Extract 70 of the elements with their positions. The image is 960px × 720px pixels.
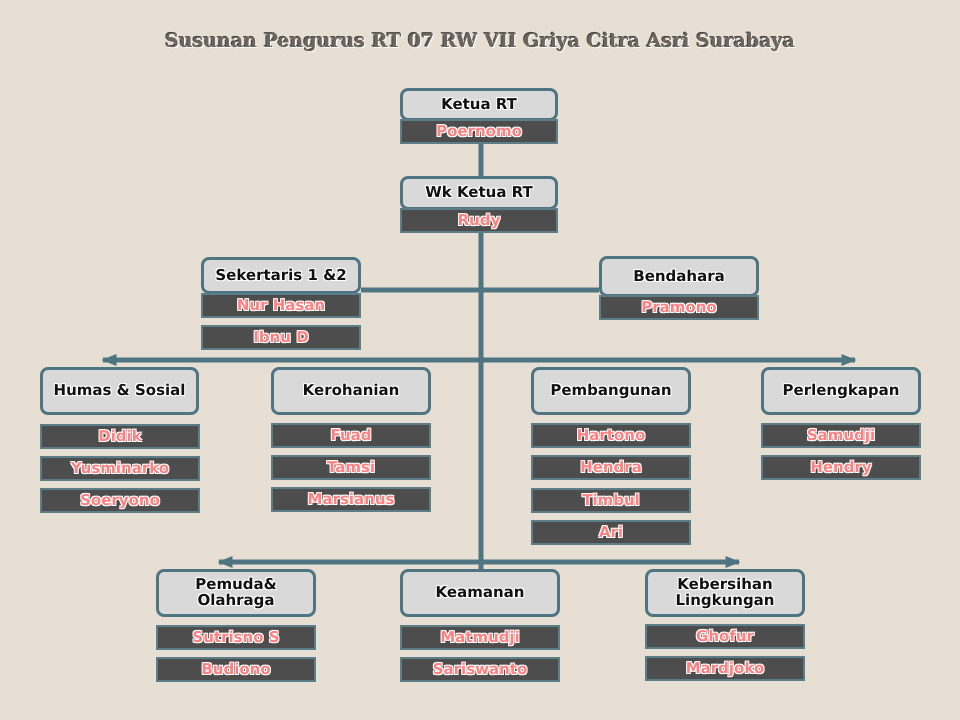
member-name: Tamsi xyxy=(326,460,376,476)
role-title: Bendahara xyxy=(633,268,725,284)
name-bar xyxy=(400,657,560,682)
member-name: Sariswanto xyxy=(432,662,528,678)
role-title: Ketua RT xyxy=(441,96,517,112)
role-box xyxy=(156,569,316,617)
member-name: Hendry xyxy=(810,460,872,476)
name-bar xyxy=(201,293,361,318)
name-bar xyxy=(40,488,200,513)
role-title: Kebersihan Lingkungan xyxy=(674,577,776,609)
name-bar xyxy=(156,625,316,650)
role-box xyxy=(599,256,759,297)
member-name: Hendra xyxy=(580,460,642,476)
role-box xyxy=(40,367,199,415)
member-name: Rudy xyxy=(458,212,500,228)
role-box xyxy=(400,88,558,121)
member-name: Fuad xyxy=(330,428,372,444)
name-bar xyxy=(271,455,431,480)
member-name: Hartono xyxy=(576,428,646,444)
member-name: Didik xyxy=(98,428,142,444)
name-bar xyxy=(761,455,921,480)
role-title: Kerohanian xyxy=(302,383,400,399)
member-name: Pramono xyxy=(641,300,717,316)
role-title: Pemuda& Olahraga xyxy=(194,577,278,609)
name-bar xyxy=(156,657,316,682)
name-bar xyxy=(531,520,691,545)
connector-line xyxy=(478,144,484,176)
chart-title: Susunan Pengurus RT 07 RW VII Griya Citra Asri Surabaya xyxy=(164,30,796,52)
member-name: Soeryono xyxy=(80,492,160,508)
member-name: Marsianus xyxy=(308,492,394,508)
name-bar xyxy=(271,487,431,512)
name-bar xyxy=(40,456,200,481)
role-title: Wk Ketua RT xyxy=(425,185,533,201)
role-title: Keamanan xyxy=(436,585,524,601)
member-name: Nur Hasan xyxy=(236,298,326,314)
name-bar xyxy=(761,423,921,448)
name-bar xyxy=(400,625,560,650)
role-box xyxy=(400,569,560,617)
role-title: Perlengkapan xyxy=(782,383,900,399)
member-name: Ghofur xyxy=(696,628,754,644)
role-box xyxy=(645,569,805,617)
name-bar xyxy=(201,325,361,350)
member-name: Mardjoko xyxy=(686,660,764,676)
member-name: Samudji xyxy=(806,428,876,444)
name-bar xyxy=(400,119,558,144)
role-box xyxy=(271,367,431,415)
role-box xyxy=(531,367,691,415)
name-bar xyxy=(400,208,558,233)
member-name: Sutrisno S xyxy=(192,630,280,646)
role-title: Humas & Sosial xyxy=(54,383,186,399)
member-name: Poernomo xyxy=(436,124,522,140)
role-box xyxy=(400,176,558,210)
name-bar xyxy=(645,624,805,649)
name-bar xyxy=(599,295,759,320)
role-title: Sekertaris 1 &2 xyxy=(215,268,347,284)
member-name: Ari xyxy=(598,524,624,540)
role-box xyxy=(761,367,921,415)
role-title: Pembangunan xyxy=(550,383,672,399)
role-box xyxy=(201,257,361,294)
member-name: Matmudji xyxy=(440,630,520,646)
name-bar xyxy=(531,488,691,513)
member-name: Budiono xyxy=(201,662,271,678)
member-name: Yusminarko xyxy=(70,460,170,476)
name-bar xyxy=(271,423,431,448)
name-bar xyxy=(40,424,200,449)
name-bar xyxy=(645,656,805,681)
member-name: Timbul xyxy=(582,492,640,508)
name-bar xyxy=(531,423,691,448)
member-name: Ibnu D xyxy=(253,330,309,346)
name-bar xyxy=(531,455,691,480)
